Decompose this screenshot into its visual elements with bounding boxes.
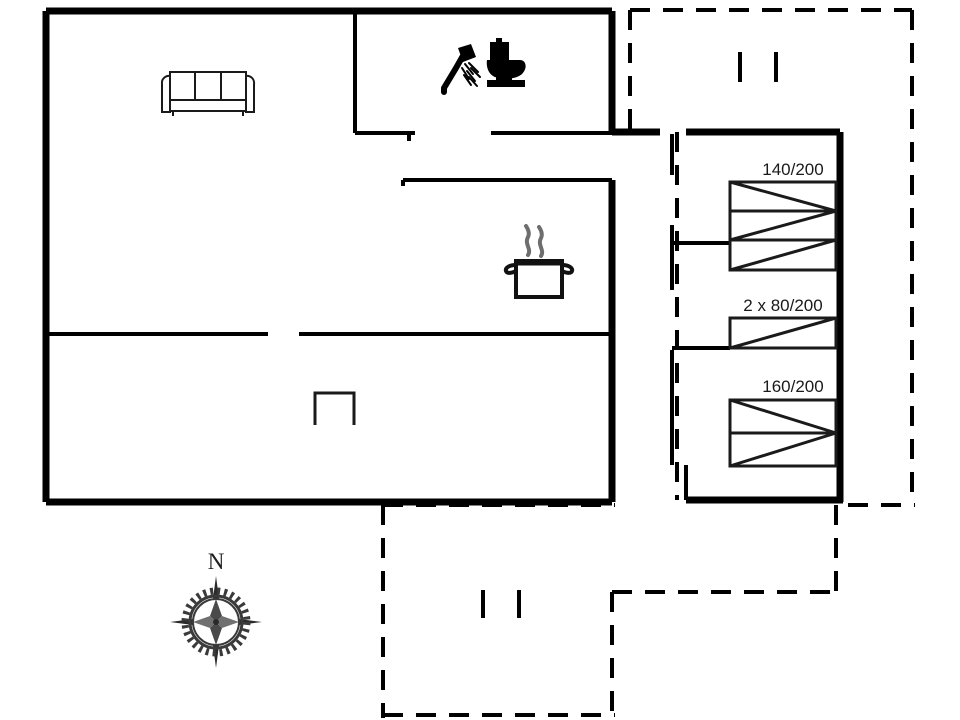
house-outer-walls [42, 7, 616, 506]
interior-walls [46, 11, 730, 500]
shower-spray [461, 62, 481, 87]
toilet-flush-button [496, 38, 502, 43]
bed-2x80-200: 2 x 80/200 [728, 296, 838, 350]
compass-north-label: N [208, 549, 225, 574]
pot-body [514, 259, 564, 299]
pot-handle-right [560, 263, 575, 275]
bed-160-200-label: 160/200 [762, 377, 823, 396]
compass-star-e [216, 616, 239, 628]
shower-head [458, 44, 476, 62]
niche-outline [313, 391, 356, 425]
pot-steam-right [537, 225, 545, 258]
toilet-cistern [490, 42, 509, 60]
bed-160-200-diagonal-2 [729, 431, 837, 468]
compass-hub [213, 619, 219, 625]
pot-steam-left [524, 224, 532, 257]
bed-160-200: 160/200 [728, 377, 838, 468]
compass-star [193, 599, 239, 645]
bed-2x80-200-label: 2 x 80/200 [743, 296, 822, 315]
bed-140-200-diagonal-2 [729, 209, 837, 242]
compass-star-s [210, 622, 222, 645]
toilet-pedestal [496, 74, 512, 82]
compass-star-n [210, 599, 222, 622]
compass-rose: N [170, 549, 262, 668]
compass-ring-teeth [181, 587, 251, 657]
bed-140-200-label: 140/200 [762, 160, 823, 179]
pot-handle-left [503, 263, 518, 275]
bed-2x80-200-diagonal-1 [729, 316, 837, 350]
niche-icon [313, 391, 356, 425]
toilet-icon [486, 38, 526, 87]
sofa-seat [169, 99, 247, 112]
sofa-arm-left [160, 74, 171, 113]
bed-140-200-diagonal-1 [729, 180, 837, 213]
cooking-pot-icon [503, 224, 575, 299]
bed-160-200-diagonal-1 [729, 398, 837, 435]
sofa-icon [160, 71, 256, 116]
shower-arm [441, 51, 467, 95]
bed-140-200: 140/200 [728, 160, 838, 272]
sofa-arm-right [245, 74, 256, 113]
compass-star-w [193, 616, 216, 628]
bed-140-200-diagonal-3 [729, 238, 837, 272]
sofa-back [169, 71, 247, 101]
shower-icon [441, 44, 481, 95]
terrace-railing-marks [481, 52, 778, 618]
toilet-base [487, 80, 525, 87]
compass-ring-outer [188, 594, 244, 650]
